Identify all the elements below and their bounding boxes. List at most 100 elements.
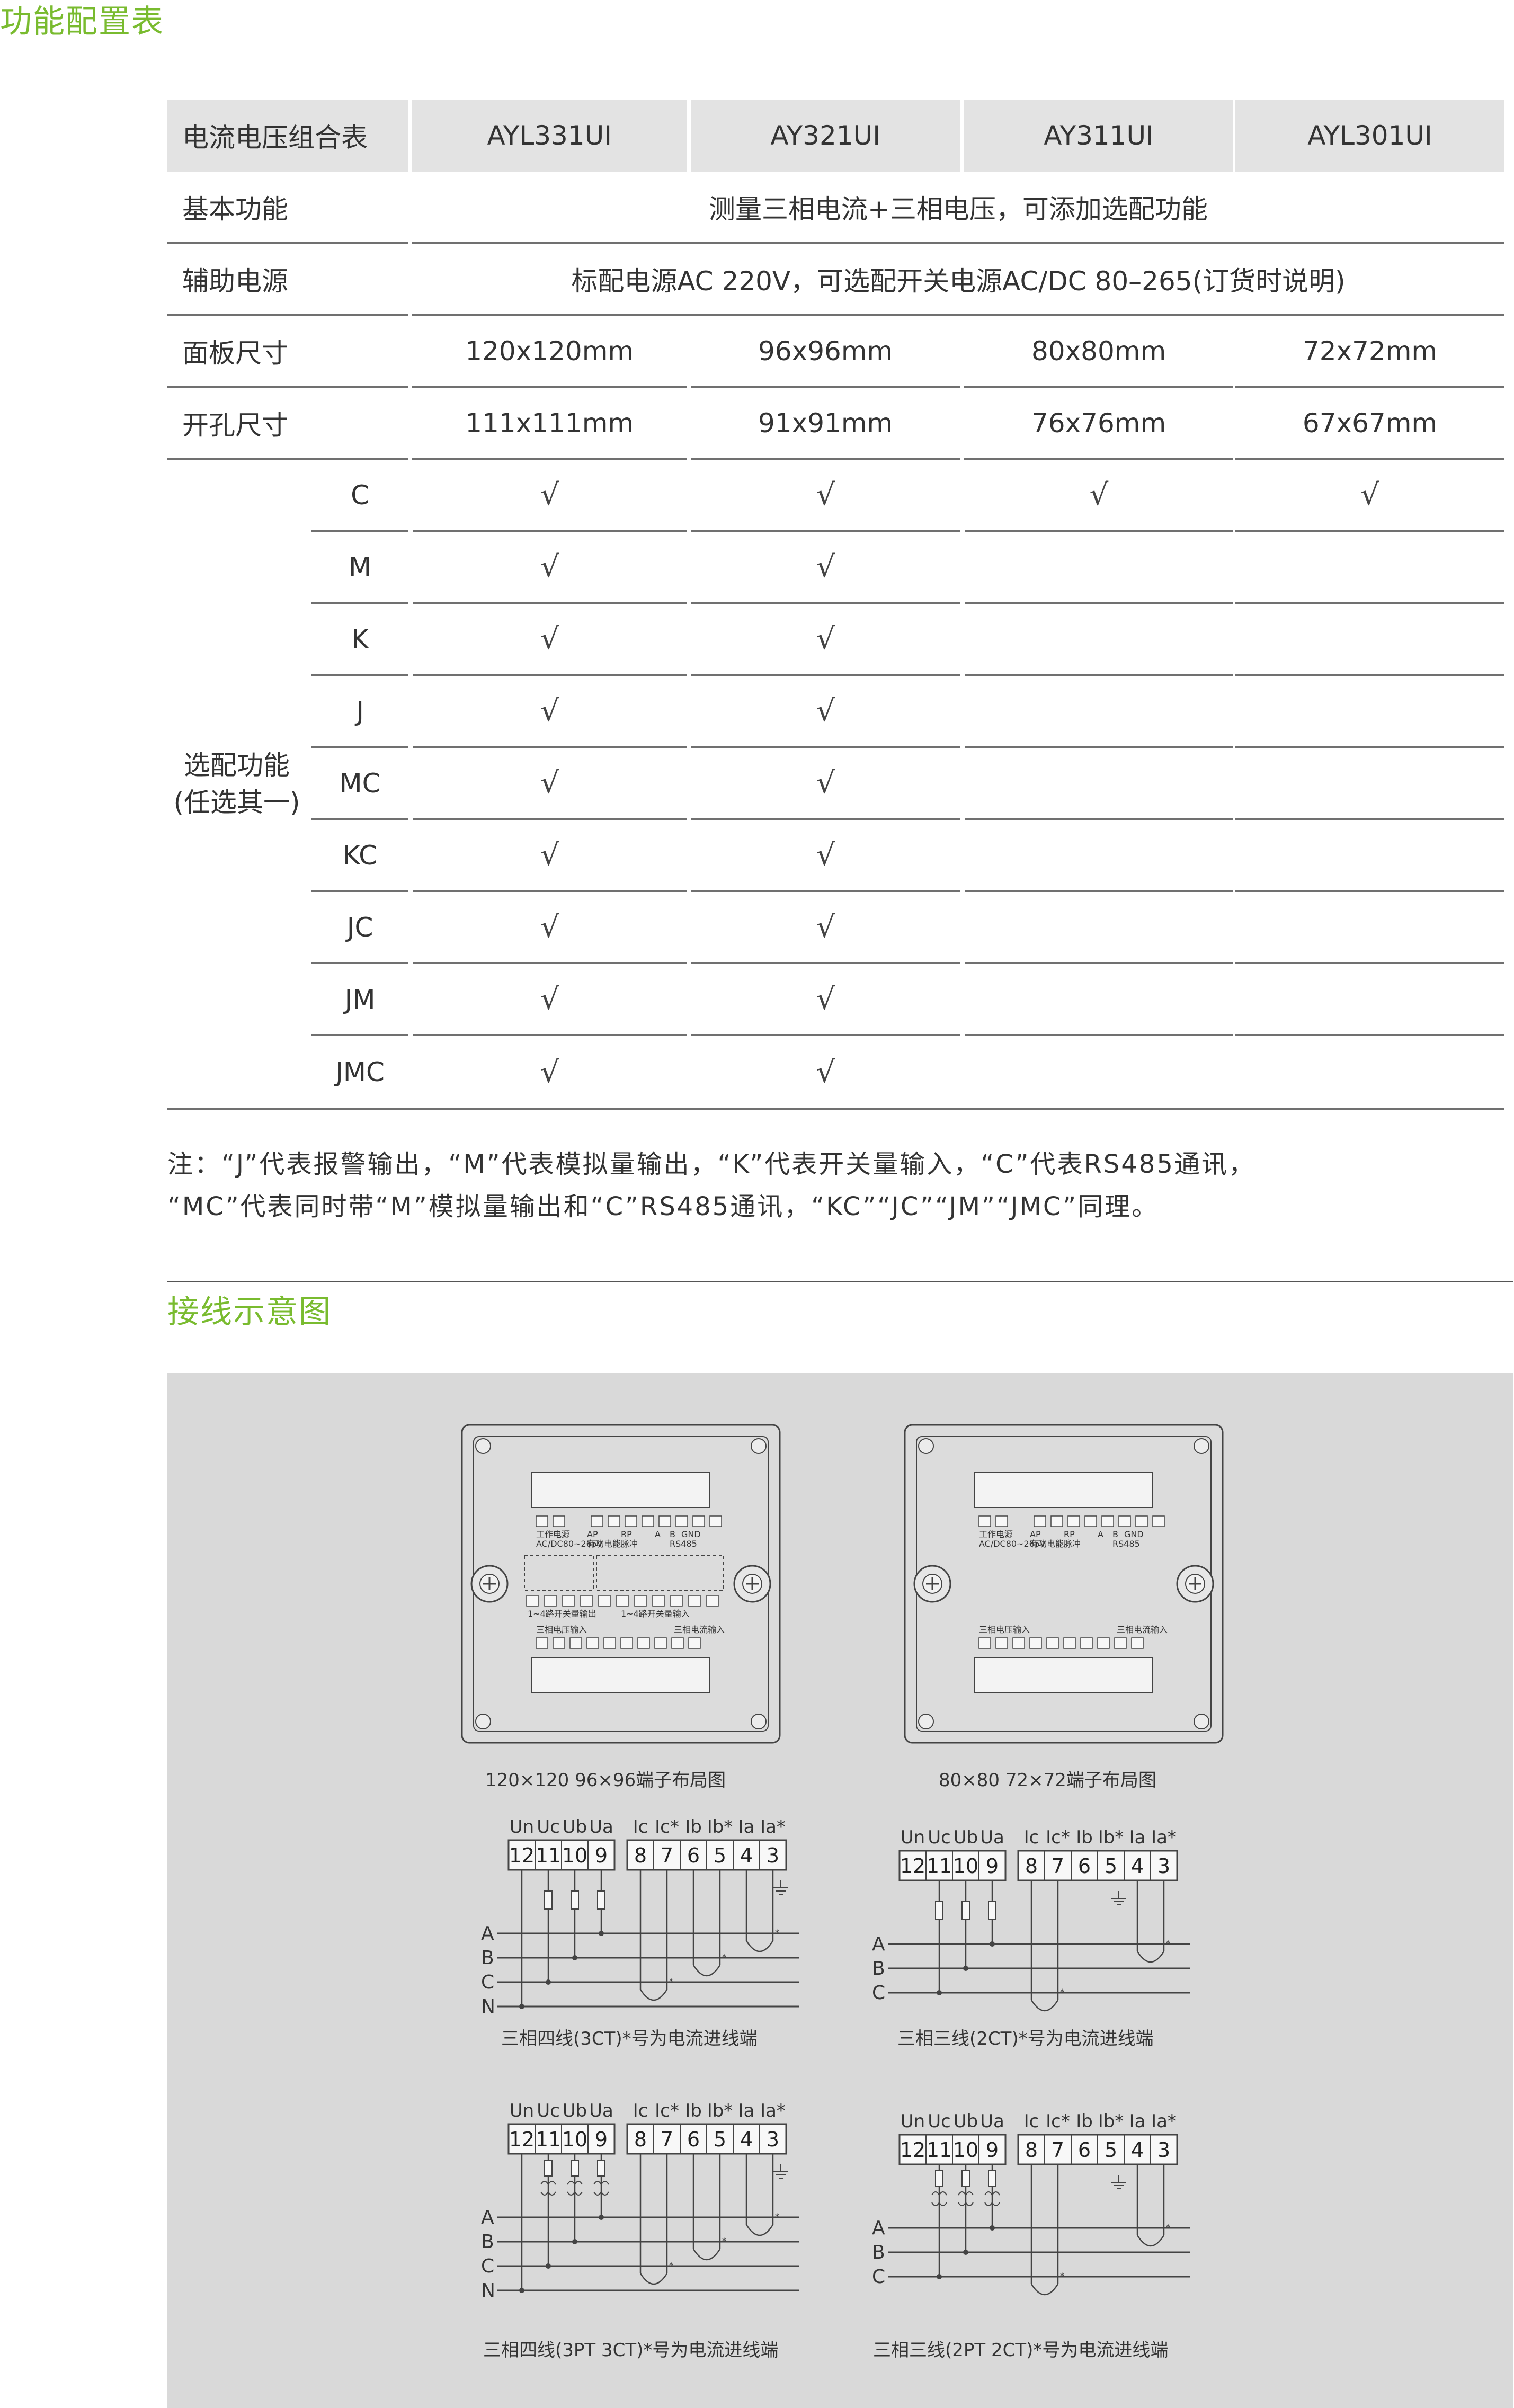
terminal-label: Ib: [685, 2100, 702, 2121]
section-title-wiring: 接线示意图: [167, 1294, 332, 1331]
table-row-optional: KC√√: [167, 820, 1504, 892]
ct-polarity-mark: *: [775, 1928, 779, 1938]
pt-coil-icon: [567, 2181, 583, 2186]
terminal-number: 4: [1131, 1854, 1144, 1878]
fuse-icon: [544, 1890, 553, 1910]
option-check-cell: √: [413, 1036, 687, 1108]
option-check-cell: √: [413, 676, 687, 748]
junction-dot: [963, 2250, 968, 2255]
note-line-1: 注：“J”代表报警输出，“M”代表模拟量输出，“K”代表开关量输入，“C”代表R…: [167, 1149, 1255, 1179]
terminal-number: 3: [767, 2128, 779, 2151]
terminal-label: Ub: [563, 1816, 587, 1838]
fuse-icon: [935, 2170, 943, 2187]
option-check-cell: [1235, 892, 1504, 964]
table-row-optional: JC√√: [167, 892, 1504, 964]
terminal-number: 5: [714, 2128, 726, 2151]
terminal-label: Ub: [563, 2100, 587, 2121]
option-check-cell: √: [413, 604, 687, 676]
table-row-panel-size: 面板尺寸 120x120mm 96x96mm 80x80mm 72x72mm: [167, 316, 1504, 388]
mini-label: GND: [681, 1529, 701, 1539]
terminal-number: 7: [1052, 2138, 1064, 2162]
option-check-cell: [964, 964, 1234, 1036]
fuse-icon: [571, 1890, 579, 1910]
terminal-screw: [553, 1637, 565, 1649]
phase-label: B: [481, 1947, 494, 1969]
option-check-cell: √: [413, 820, 687, 892]
check-mark-icon: √: [540, 478, 559, 512]
junction-dot: [519, 2288, 524, 2293]
terminal-label: Ia*: [1151, 1827, 1177, 1848]
terminal-label: Ic: [633, 1816, 648, 1838]
terminal-number: 3: [767, 1844, 779, 1867]
row-value: 测量三相电流+三相电压，可添加选配功能: [412, 172, 1504, 244]
junction-dot: [937, 2274, 942, 2279]
table-cell: 67x67mm: [1235, 388, 1504, 460]
pt-coil-icon: [958, 2201, 974, 2206]
table-cell: 120x120mm: [412, 316, 687, 388]
terminal-screw: [1063, 1637, 1076, 1649]
header-cell-model: AY311UI: [964, 100, 1234, 172]
terminal-label: Ub: [954, 1827, 978, 1848]
terminal-label: Ic: [1024, 2111, 1039, 2132]
fuse-icon: [988, 1901, 996, 1920]
junction-dot: [963, 1966, 968, 1971]
ct-polarity-mark: *: [669, 2260, 673, 2270]
terminal-number: 7: [661, 2128, 673, 2151]
phase-label: C: [872, 1982, 885, 2004]
option-check-cell: [1235, 820, 1504, 892]
terminal-screw: [688, 1637, 701, 1649]
terminal-number: 4: [1131, 2138, 1144, 2162]
fuse-icon: [961, 1901, 970, 1920]
table-row-optional: J√√: [167, 676, 1504, 748]
check-mark-icon: √: [816, 910, 835, 944]
check-mark-icon: √: [540, 838, 559, 872]
table-row-cutout-size: 开孔尺寸 111x111mm 91x91mm 76x76mm 67x67mm: [167, 388, 1504, 460]
terminal-screw: [671, 1637, 684, 1649]
terminal-number: 10: [562, 2128, 587, 2151]
check-mark-icon: √: [540, 694, 559, 728]
option-code: M: [311, 532, 409, 604]
terminal-label: Un: [901, 1827, 925, 1848]
mini-label: RP: [621, 1529, 632, 1539]
terminal-screw: [658, 1515, 671, 1527]
table-row-aux-power: 辅助电源 标配电源AC 220V，可选配开关电源AC/DC 80–265(订货时…: [167, 244, 1504, 316]
mounting-hole-icon: [751, 1438, 767, 1454]
option-check-cell: √: [1235, 460, 1504, 532]
option-check-cell: [964, 676, 1234, 748]
terminal-label: Ub: [954, 2111, 978, 2132]
terminal-number: 12: [900, 1854, 925, 1878]
check-mark-icon: √: [816, 478, 835, 512]
terminal-label: Ia: [738, 2100, 755, 2121]
terminal-label: Ia*: [1151, 2111, 1177, 2132]
check-mark-icon: √: [816, 838, 835, 872]
option-check-cell: √: [691, 1036, 960, 1108]
header-cell-model: AYL331UI: [412, 100, 687, 172]
terminal-number: 6: [687, 2128, 700, 2151]
option-check-cell: [1235, 676, 1504, 748]
terminal-screw: [1067, 1515, 1080, 1527]
mini-label: RS485: [670, 1539, 697, 1549]
terminal-number: 6: [1078, 2138, 1091, 2162]
mini-label: A: [655, 1529, 661, 1539]
table-row-optional: JM√√: [167, 964, 1504, 1036]
junction-dot: [519, 2004, 524, 2009]
option-check-cell: √: [691, 604, 960, 676]
terminal-screw: [978, 1515, 991, 1527]
terminal-label: Ia*: [760, 2100, 786, 2121]
terminal-screw: [706, 1595, 719, 1607]
option-code: MC: [311, 748, 409, 820]
terminal-label: Un: [510, 1816, 534, 1838]
terminal-label: Ic*: [655, 1816, 679, 1838]
optional-function-rows: 选配功能 (任选其一) C√√√√M√√K√√J√√MC√√KC√√JC√√JM…: [167, 460, 1504, 1108]
header-cell-model: AY321UI: [691, 100, 960, 172]
option-check-cell: [964, 748, 1234, 820]
terminal-label: Uc: [537, 2100, 560, 2121]
junction-dot: [546, 1979, 551, 1985]
optional-group-label: 选配功能 (任选其一): [167, 460, 306, 1108]
junction-dot: [990, 1941, 995, 1947]
mini-label: 1~4路开关量输出: [528, 1609, 596, 1619]
terminal-screw: [1029, 1637, 1042, 1649]
header-cell-model: AYL301UI: [1235, 100, 1504, 172]
caption-layout-large: 120×120 96×96端子布局图: [485, 1770, 726, 1791]
